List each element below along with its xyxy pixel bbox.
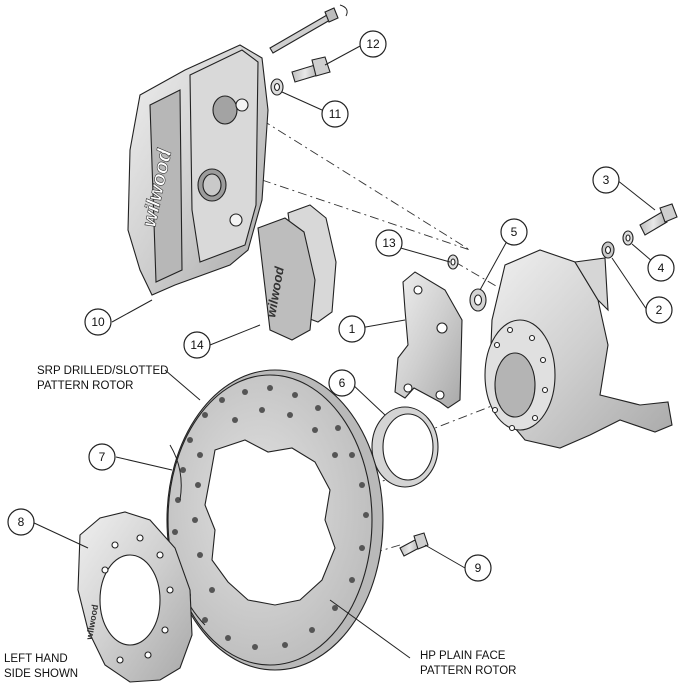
svg-text:5: 5 [511,225,518,239]
callout-9: 9 [464,554,492,582]
callout-10: 10 [84,308,112,336]
rotor-hat-part-8: wilwood [77,511,193,683]
svg-text:13: 13 [382,236,396,250]
label-side-shown: LEFT HAND SIDE SHOWN [4,653,78,680]
label-hp-rotor: HP PLAIN FACE PATTERN ROTOR [420,650,516,677]
callout-11: 11 [321,100,349,128]
callout-6: 6 [328,369,356,397]
caliper-pin [269,4,348,54]
callout-13: 13 [375,229,403,257]
callout-3: 3 [592,166,620,194]
callout-12: 12 [359,30,387,58]
svg-text:HP PLAIN FACE: HP PLAIN FACE [420,650,506,662]
svg-text:LEFT HAND: LEFT HAND [4,653,68,665]
svg-text:SRP DRILLED/SLOTTED: SRP DRILLED/SLOTTED [37,365,168,377]
spacer-part-2 [601,241,615,259]
svg-text:8: 8 [18,515,25,529]
callout-4: 4 [647,254,675,282]
svg-text:PATTERN ROTOR: PATTERN ROTOR [420,665,516,677]
callout-8: 8 [7,508,35,536]
rotor-part-7 [166,369,384,671]
svg-text:2: 2 [656,303,663,317]
callout-2: 2 [645,296,673,324]
callout-1: 1 [338,315,366,343]
label-srp-rotor: SRP DRILLED/SLOTTED PATTERN ROTOR [37,365,168,392]
svg-text:11: 11 [329,107,342,121]
svg-text:6: 6 [339,376,346,390]
brake-pads-part-14: wilwood [257,204,337,341]
svg-text:7: 7 [99,450,106,464]
washer-part-11 [270,78,284,96]
svg-text:1: 1 [349,322,356,336]
svg-text:10: 10 [91,315,105,329]
callout-7: 7 [88,443,116,471]
bolt-part-9 [399,532,429,557]
svg-text:PATTERN ROTOR: PATTERN ROTOR [37,380,133,392]
bracket-part-1 [394,271,463,409]
svg-text:12: 12 [366,37,380,51]
caliper-part-10: wilwood [127,44,269,296]
washer-part-4 [622,230,634,246]
washer-part-13 [447,254,459,270]
ring-part-6 [371,406,439,488]
svg-text:14: 14 [190,338,204,352]
spindle-hub [484,249,673,449]
svg-text:SIDE SHOWN: SIDE SHOWN [4,668,78,680]
callout-14: 14 [183,331,211,359]
bolt-part-3 [639,203,678,236]
bolt-part-12 [291,56,331,83]
spacer-part-5 [469,288,487,312]
rotor-drill-holes [172,385,369,650]
svg-text:4: 4 [658,261,665,275]
callout-5: 5 [500,218,528,246]
svg-text:3: 3 [603,173,610,187]
svg-text:9: 9 [475,561,482,575]
